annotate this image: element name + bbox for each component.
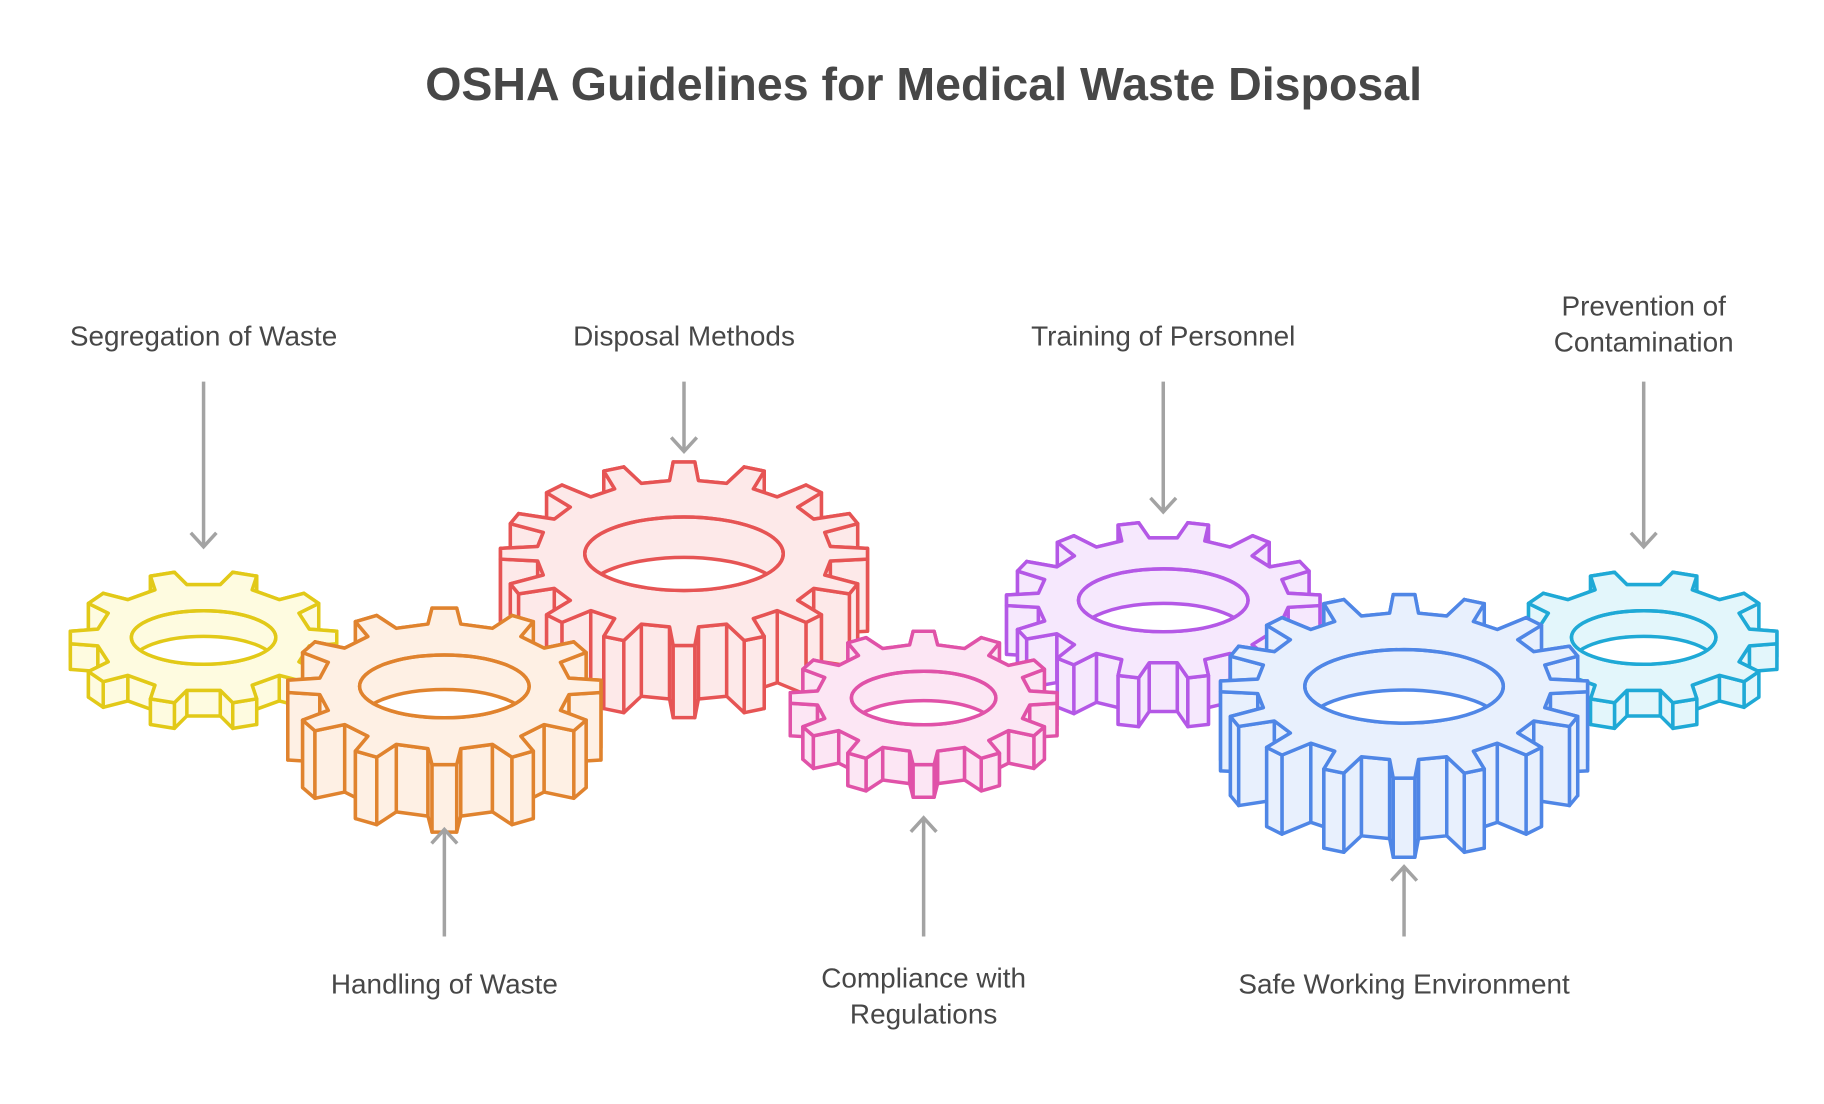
label-line: Disposal Methods bbox=[573, 321, 795, 352]
arrow-safe bbox=[1389, 864, 1419, 937]
label-line: Handling of Waste bbox=[331, 968, 558, 999]
label-line: Prevention of bbox=[1561, 290, 1726, 321]
label-line: Contamination bbox=[1554, 326, 1734, 357]
label-line: Compliance with bbox=[821, 963, 1026, 994]
arrow-handling bbox=[430, 826, 459, 937]
label-prevention: Prevention of Contamination bbox=[1554, 290, 1734, 357]
label-line: Regulations bbox=[850, 999, 997, 1030]
arrow-disposal bbox=[669, 381, 699, 454]
label-segregation: Segregation of Waste bbox=[70, 321, 337, 352]
gear-safe bbox=[1218, 592, 1590, 859]
arrow-training bbox=[1149, 381, 1178, 515]
arrow-prevention bbox=[1629, 381, 1658, 550]
gear-handling bbox=[286, 606, 603, 834]
label-handling: Handling of Waste bbox=[331, 968, 558, 999]
label-training: Training of Personnel bbox=[1031, 321, 1295, 352]
label-line: Training of Personnel bbox=[1031, 321, 1295, 352]
diagram-title: OSHA Guidelines for Medical Waste Dispos… bbox=[425, 58, 1422, 110]
label-line: Safe Working Environment bbox=[1238, 968, 1570, 999]
gear-segregation bbox=[68, 570, 339, 731]
gear-compliance bbox=[788, 629, 1059, 799]
arrow-segregation bbox=[189, 381, 218, 550]
label-safe: Safe Working Environment bbox=[1238, 968, 1570, 999]
gear-training bbox=[1004, 520, 1322, 729]
arrow-compliance bbox=[909, 815, 938, 937]
label-line: Segregation of Waste bbox=[70, 321, 337, 352]
label-disposal: Disposal Methods bbox=[573, 321, 795, 352]
